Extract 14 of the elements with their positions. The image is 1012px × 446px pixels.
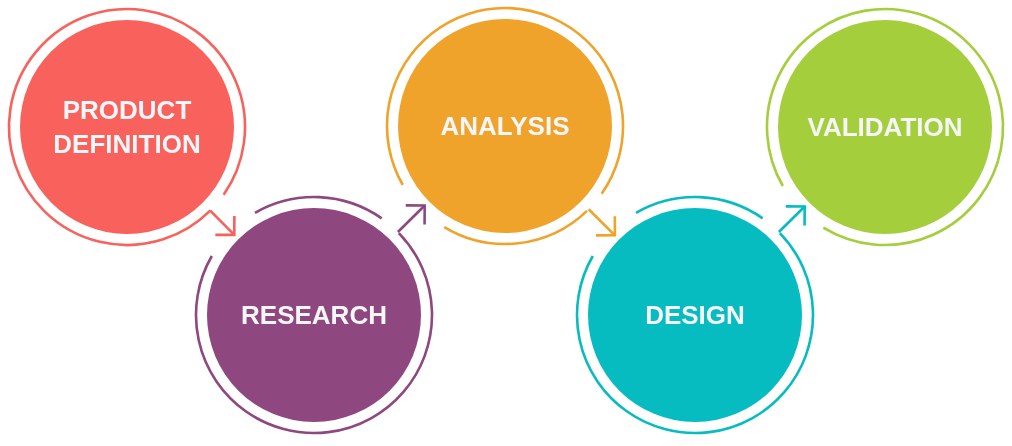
arrow	[209, 209, 236, 237]
arrow	[587, 208, 617, 237]
stage-circle	[398, 19, 612, 233]
stage-label: VALIDATION	[806, 111, 964, 144]
stage-circle	[207, 208, 421, 422]
arrow	[396, 204, 426, 233]
stage-circle	[588, 208, 802, 422]
stage-label: RESEARCH	[240, 299, 388, 332]
arrow	[777, 205, 806, 233]
stage-label: ANALYSIS	[439, 110, 571, 143]
stage-label: PRODUCT DEFINITION	[52, 94, 202, 161]
stage-label: DESIGN	[644, 299, 746, 332]
stage-circle	[20, 20, 234, 234]
stage-circle	[778, 20, 992, 234]
